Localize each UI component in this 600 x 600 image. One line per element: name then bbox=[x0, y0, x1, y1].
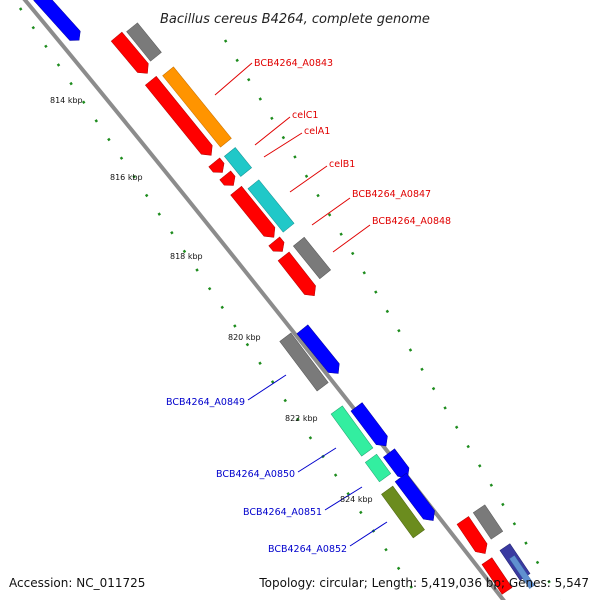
gene-arrow bbox=[33, 0, 81, 41]
gene-block bbox=[481, 557, 513, 595]
gene-arrow bbox=[110, 31, 149, 74]
gene-arrow bbox=[277, 251, 316, 296]
leader-line bbox=[311, 197, 351, 226]
leader-line bbox=[214, 62, 253, 96]
gene-block bbox=[162, 66, 232, 148]
gene-label-celc1: celC1 bbox=[292, 110, 318, 121]
leader-line bbox=[289, 165, 328, 193]
accession-text: Accession: NC_011725 bbox=[9, 576, 145, 590]
tick-label: 822 kbp bbox=[285, 414, 318, 423]
tick-label: 820 kbp bbox=[228, 333, 261, 342]
gene-arrow bbox=[230, 185, 276, 238]
gene-label-bcb4264-a0843: BCB4264_A0843 bbox=[254, 58, 333, 69]
gene-block bbox=[247, 179, 295, 233]
leader-line bbox=[263, 132, 303, 158]
gene-arrow bbox=[456, 516, 488, 554]
gene-label-bcb4264-a0849: BCB4264_A0849 bbox=[166, 397, 245, 408]
gene-block bbox=[364, 453, 392, 483]
leader-line bbox=[349, 521, 388, 547]
leader-line bbox=[332, 224, 371, 253]
gene-block bbox=[330, 405, 374, 457]
gene-arrow bbox=[268, 236, 285, 252]
inner-track bbox=[33, 0, 513, 595]
tick-labels: 814 kbp 816 kbp 818 kbp 820 kbp 822 kbp … bbox=[50, 96, 373, 504]
leader-line bbox=[297, 447, 337, 473]
tick-label: 818 kbp bbox=[170, 252, 203, 261]
gene-label-bcb4264-a0850: BCB4264_A0850 bbox=[216, 469, 295, 480]
gene-arrow bbox=[208, 157, 225, 173]
gene-block bbox=[224, 147, 252, 177]
gene-label-bcb4264-a0852: BCB4264_A0852 bbox=[268, 544, 347, 555]
gene-arrow bbox=[145, 75, 213, 156]
gene-label-celb1: celB1 bbox=[329, 159, 355, 170]
tick-label: 816 kbp bbox=[110, 173, 143, 182]
gene-block bbox=[126, 22, 162, 62]
gene-label-bcb4264-a0847: BCB4264_A0847 bbox=[352, 189, 431, 200]
leader-line bbox=[254, 116, 291, 146]
leader-line bbox=[324, 486, 363, 511]
gene-block bbox=[381, 485, 425, 539]
gene-arrow bbox=[394, 472, 435, 521]
tick-label: 814 kbp bbox=[50, 96, 83, 105]
gene-label-cela1: celA1 bbox=[304, 126, 330, 137]
leader-line bbox=[247, 374, 287, 401]
gene-labels: BCB4264_A0843 celC1 celA1 celB1 BCB4264_… bbox=[166, 58, 451, 555]
genome-info-text: Topology: circular; Length: 5,419,036 bp… bbox=[258, 576, 589, 590]
gene-block bbox=[292, 236, 332, 280]
map-title: Bacillus cereus B4264, complete genome bbox=[160, 12, 430, 27]
gene-block bbox=[509, 555, 535, 589]
gene-arrow bbox=[350, 402, 388, 447]
gene-label-bcb4264-a0851: BCB4264_A0851 bbox=[243, 507, 322, 518]
gene-label-bcb4264-a0848: BCB4264_A0848 bbox=[372, 216, 451, 227]
tick-label: 824 kbp bbox=[340, 495, 373, 504]
gene-block bbox=[472, 504, 504, 540]
gene-block bbox=[279, 332, 329, 392]
gene-arrow bbox=[296, 324, 340, 374]
label-leaders bbox=[214, 62, 388, 547]
gene-arrow bbox=[219, 170, 236, 186]
outer-track bbox=[126, 22, 535, 589]
